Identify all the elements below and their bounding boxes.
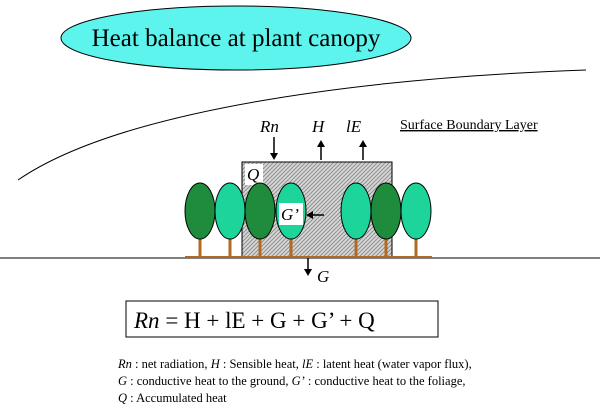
g-prime-label: G’ [281, 205, 299, 224]
rn-arrow [270, 137, 278, 160]
boundary-layer-label: Surface Boundary Layer [400, 118, 538, 133]
legend-rn-symbol: Rn [118, 357, 132, 371]
symbol-legend: Rn : net radiation, H : Sensible heat, l… [118, 356, 588, 407]
tree-3 [244, 182, 276, 256]
legend-q-desc: : Accumulated heat [127, 391, 227, 405]
g-label: G [317, 267, 329, 286]
diagram-title: Heat balance at plant canopy [92, 25, 381, 52]
legend-h-symbol: H [210, 357, 220, 371]
g-arrow [304, 258, 312, 276]
legend-le-symbol: lE [302, 357, 314, 371]
tree-row [184, 182, 432, 256]
tree-1 [184, 182, 216, 256]
title-ellipse [60, 5, 412, 71]
legend-g-symbol: G [118, 374, 128, 388]
le-arrow [359, 140, 367, 160]
q-label: Q [247, 165, 259, 184]
legend-q-symbol: Q [118, 391, 128, 405]
legend-line-1: Rn : net radiation, H : Sensible heat, l… [118, 356, 588, 373]
equation-box [125, 300, 439, 338]
legend-h-desc: : Sensible heat, [219, 357, 302, 371]
legend-gp-symbol: G’ [291, 374, 305, 388]
legend-le-desc: : latent heat (water vapor flux), [313, 357, 472, 371]
legend-gp-desc: : conductive heat to the foliage, [304, 374, 466, 388]
legend-line-2: G : conductive heat to the ground, G’ : … [118, 373, 588, 390]
legend-line-3: Q : Accumulated heat [118, 390, 588, 407]
equation-lhs: Rn [133, 308, 160, 333]
legend-rn-desc: : net radiation, [131, 357, 211, 371]
tree-7 [400, 182, 432, 256]
h-label: H [311, 117, 326, 136]
boundary-layer-curve [17, 69, 587, 181]
q-label-bg [245, 164, 263, 185]
rn-label: Rn [259, 117, 279, 136]
tree-2 [214, 182, 246, 256]
le-label: lE [346, 117, 362, 136]
h-arrow [317, 140, 325, 160]
legend-g-desc: : conductive heat to the ground, [127, 374, 292, 388]
equation: Rn = H + lE + G + G’ + Q [133, 308, 375, 333]
g-prime-label-bg [279, 203, 303, 225]
equation-rhs: = H + lE + G + G’ + Q [160, 308, 376, 333]
tree-6 [370, 182, 402, 256]
g-prime-arrow [306, 211, 324, 219]
